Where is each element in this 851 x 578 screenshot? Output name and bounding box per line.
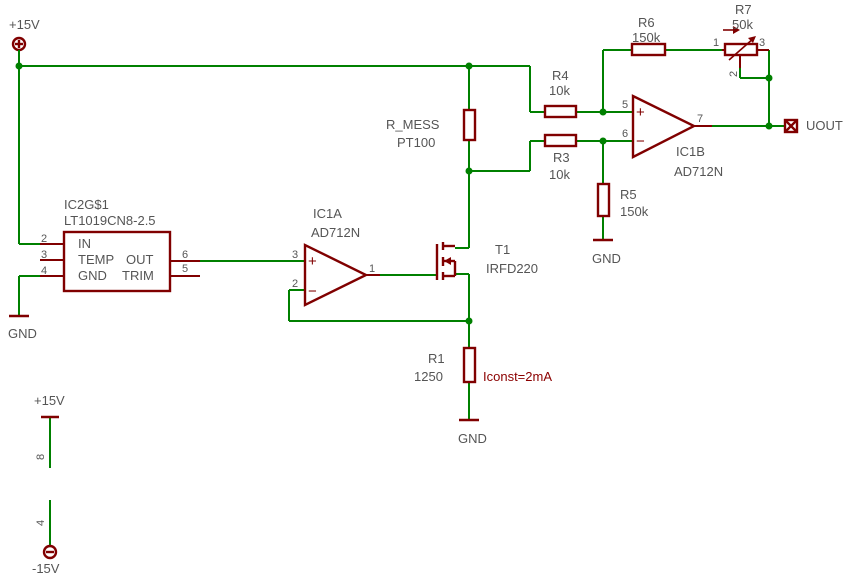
gnd-r5: GND <box>592 238 621 266</box>
potentiometer-r7: R7 50k 1 3 2 <box>713 2 769 77</box>
ic1b-n6: 6 <box>622 128 628 140</box>
ref-ic-pin-in: IN <box>78 236 91 251</box>
r7-n3: 3 <box>759 37 765 49</box>
ic1b-name: IC1B <box>676 144 705 159</box>
supply-pin8: 8 <box>35 454 47 460</box>
resistor-r5: R5 150k <box>596 182 649 219</box>
ref-ic-pin-out: OUT <box>126 252 154 267</box>
opamp-ic1a: + − IC1A AD712N 3 2 1 <box>292 206 380 307</box>
ref-ic-name: IC2G$1 <box>64 197 109 212</box>
ref-ic-part: LT1019CN8-2.5 <box>64 213 156 228</box>
r6-name: R6 <box>638 15 655 30</box>
ic1b-n7: 7 <box>697 113 703 125</box>
supply-pins: +15V 8 4 -15V <box>32 393 65 576</box>
resistor-r1: R1 1250 Iconst=2mA <box>414 346 552 384</box>
t1-part: IRFD220 <box>486 261 538 276</box>
ref-ic-n2: 2 <box>41 233 47 245</box>
gnd-r5-label: GND <box>592 251 621 266</box>
mosfet-t1: T1 IRFD220 <box>435 242 538 280</box>
ref-ic-pin-trim: TRIM <box>122 268 154 283</box>
ic1b-minus: − <box>636 133 645 150</box>
gnd-r1-label: GND <box>458 431 487 446</box>
ic1a-part: AD712N <box>311 225 360 240</box>
gnd-r1: GND <box>458 418 487 446</box>
output-label: UOUT <box>806 118 843 133</box>
ref-ic-pin-gnd: GND <box>78 268 107 283</box>
supply-pos-top: +15V <box>9 17 40 52</box>
ref-ic-n4: 4 <box>41 265 47 277</box>
ref-ic-n6: 6 <box>182 249 188 261</box>
ic1a-n1: 1 <box>369 263 375 275</box>
ic1a-plus: + <box>308 253 317 270</box>
ic1a-minus: − <box>308 283 317 300</box>
ic1b-plus: + <box>636 104 645 121</box>
r1-name: R1 <box>428 351 445 366</box>
ic1a-n3: 3 <box>292 249 298 261</box>
t1-name: T1 <box>495 242 510 257</box>
ref-ic-pin-temp: TEMP <box>78 252 114 267</box>
output-connector: UOUT <box>783 118 843 134</box>
r1-note: Iconst=2mA <box>483 369 552 384</box>
ic1b-n5: 5 <box>622 99 628 111</box>
r1-value: 1250 <box>414 369 443 384</box>
ic1a-n2: 2 <box>292 278 298 290</box>
resistor-r-mess: R_MESS PT100 <box>386 108 477 150</box>
r3-value: 10k <box>549 167 570 182</box>
r7-value: 50k <box>732 17 753 32</box>
r7-name: R7 <box>735 2 752 17</box>
supply-pos-top-label: +15V <box>9 17 40 32</box>
r5-name: R5 <box>620 187 637 202</box>
r5-value: 150k <box>620 204 649 219</box>
r4-value: 10k <box>549 83 570 98</box>
ref-ic-n3: 3 <box>41 249 47 261</box>
ic1b-part: AD712N <box>674 164 723 179</box>
supply-pos-bottom-label: +15V <box>34 393 65 408</box>
gnd-ref: GND <box>8 314 37 341</box>
supply-pin4: 4 <box>35 520 47 526</box>
r3-name: R3 <box>553 150 570 165</box>
r-mess-name: R_MESS <box>386 117 440 132</box>
supply-neg-label: -15V <box>32 561 60 576</box>
resistor-r6: R6 150k <box>630 15 667 57</box>
ic1a-name: IC1A <box>313 206 342 221</box>
opamp-ic1b: + − IC1B AD712N 5 6 7 <box>622 94 723 179</box>
resistor-r3: R3 10k <box>543 133 578 182</box>
gnd-ref-label: GND <box>8 326 37 341</box>
r4-name: R4 <box>552 68 569 83</box>
resistor-r4: R4 10k <box>543 68 578 119</box>
r7-n2: 2 <box>728 71 740 77</box>
ref-ic: IC2G$1 LT1019CN8-2.5 IN TEMP GND OUT TRI… <box>40 197 200 293</box>
r-mess-value: PT100 <box>397 135 435 150</box>
ref-ic-n5: 5 <box>182 263 188 275</box>
junctions <box>15 62 773 325</box>
r7-n1: 1 <box>713 37 719 49</box>
r6-value: 150k <box>632 30 661 45</box>
